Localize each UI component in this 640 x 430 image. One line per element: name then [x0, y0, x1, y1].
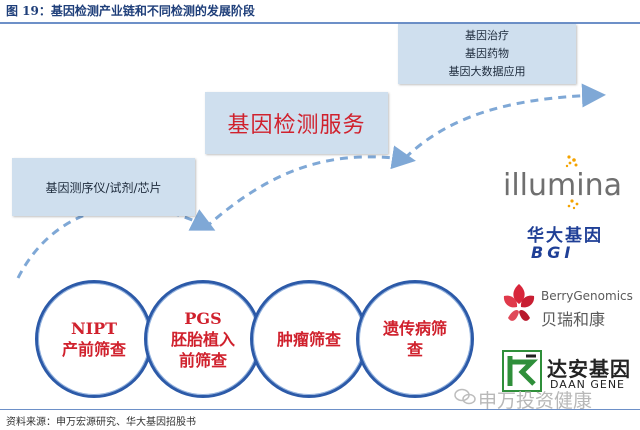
illumina-logo: illumina — [503, 168, 622, 203]
circle-tumor-screening: 肿瘤筛查 — [250, 280, 368, 398]
daan-gene-logo-icon — [502, 350, 542, 392]
bgi-logo-en: BGI — [531, 243, 575, 262]
stage-line: 基因药物 — [465, 47, 509, 60]
circle-line: 前筛查 — [178, 350, 227, 370]
berry-genomics-logo-cn: 贝瑞和康 — [541, 310, 606, 329]
circle-genetic-disease: 遗传病筛 查 — [356, 280, 474, 398]
flow-arrow-1 — [16, 205, 216, 279]
flow-arrow-3 — [403, 83, 606, 160]
daan-gene-logo-cn: 达安基因 — [547, 357, 631, 381]
circle-nipt: NIPT 产前筛查 — [35, 280, 153, 398]
circle-line: NIPT — [70, 319, 118, 338]
stage-label: 基因测序仪/试剂/芯片 — [45, 180, 162, 195]
stage-line: 基因大数据应用 — [448, 65, 526, 78]
stage-box-equipment: 基因测序仪/试剂/芯片 — [12, 158, 195, 216]
berry-genomics-logo-en: BerryGenomics — [541, 289, 633, 303]
source-divider — [0, 409, 640, 410]
circle-pgs: PGS 胚胎植入 前筛查 — [144, 280, 262, 398]
circle-line: 产前筛查 — [61, 340, 126, 359]
stage-box-applications: 基因治疗 基因药物 基因大数据应用 — [398, 24, 576, 84]
circle-line: PGS — [184, 308, 222, 328]
circle-line: 胚胎植入 — [170, 329, 235, 349]
wechat-icon — [454, 388, 476, 405]
circle-line: 肿瘤筛查 — [276, 329, 341, 349]
bgi-logo-cn: 华大基因 — [527, 226, 603, 246]
source-note: 资料来源：申万宏源研究、华大基因招股书 — [6, 417, 196, 428]
circle-line: 遗传病筛 — [382, 319, 447, 338]
figure-title: 图 19：基因检测产业链和不同检测的发展阶段 — [6, 4, 255, 18]
title-divider — [0, 22, 640, 24]
daan-gene-logo-en: DAAN GENE — [550, 378, 626, 391]
illumina-logo-dots — [565, 155, 579, 210]
stage-label: 基因检测服务 — [227, 113, 366, 138]
flow-arrow-2 — [204, 145, 416, 230]
berry-genomics-logo-icon — [503, 284, 535, 321]
stage-line: 基因治疗 — [465, 29, 509, 42]
watermark-text: 申万投资健康 — [478, 390, 593, 412]
stage-box-testing-service: 基因检测服务 — [205, 92, 388, 154]
circle-line: 查 — [406, 340, 423, 359]
